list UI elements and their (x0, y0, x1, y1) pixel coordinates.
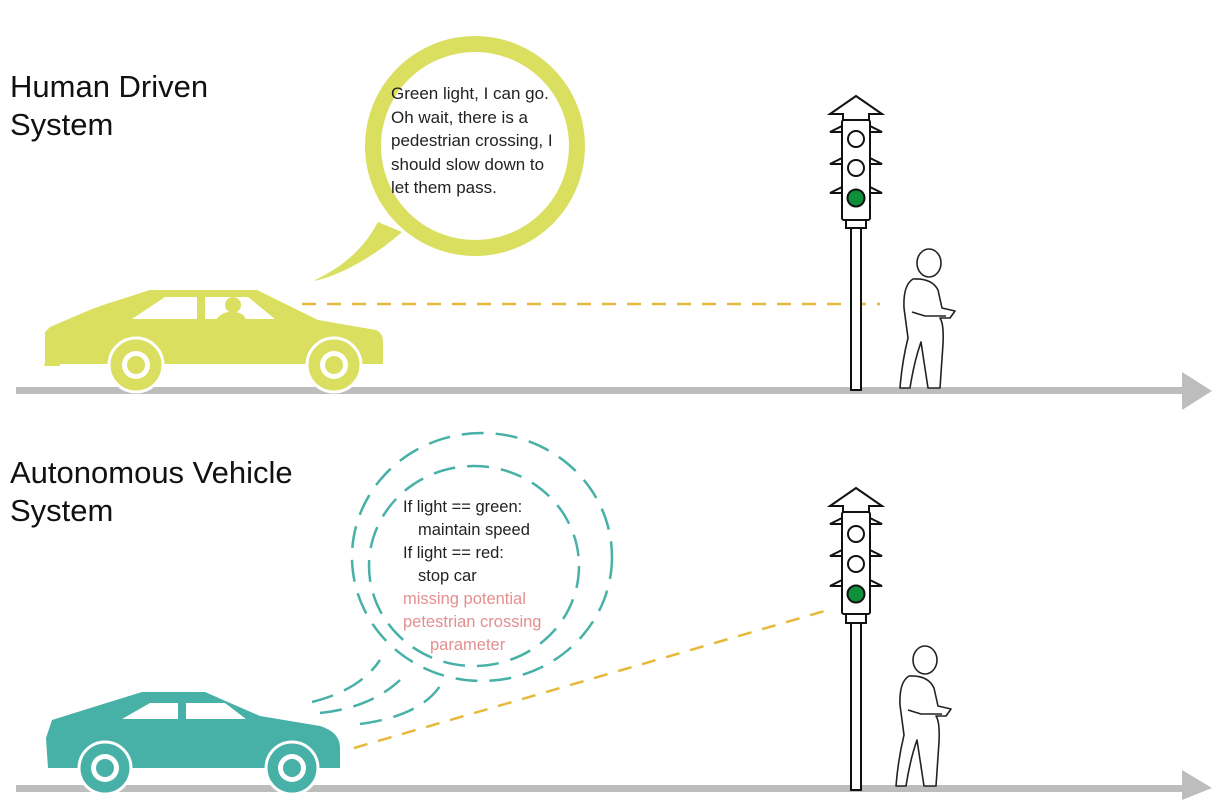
pedestrian-icon (895, 645, 952, 787)
panel-title-human: Human Driven System (10, 68, 208, 144)
thought-bubble-av (311, 431, 614, 726)
code-line: If light == green: (403, 498, 523, 516)
traffic-light-icon (826, 94, 886, 391)
car-icon (44, 290, 383, 394)
thought-line: let them pass. (391, 178, 497, 197)
title-line: Human Driven (10, 69, 209, 104)
title-line: Autonomous Vehicle (10, 455, 293, 490)
thought-line: pedestrian crossing, I (391, 131, 553, 150)
driver-icon (216, 297, 246, 320)
road-arrow-top (16, 372, 1212, 410)
thought-line: should slow down to (391, 154, 545, 174)
code-line: If light == red: (403, 544, 504, 562)
thought-line: Green light, I can go. (391, 84, 549, 103)
speech-bubble-human (313, 36, 585, 281)
code-line: maintain speed (418, 521, 530, 539)
missing-parameter-line: petestrian crossing (403, 613, 542, 631)
panel-title-av: Autonomous Vehicle System (10, 454, 293, 530)
human-thought-text: Green light, I can go. Oh wait, there is… (391, 82, 553, 200)
code-line: stop car (418, 567, 477, 585)
pedestrian-icon (899, 248, 956, 389)
thought-line: Oh wait, there is a (391, 107, 529, 127)
traffic-light-icon (826, 486, 886, 791)
missing-parameter-line: missing potential (403, 590, 526, 608)
title-line: System (10, 107, 114, 142)
missing-parameter-line: parameter (430, 636, 506, 654)
sightline-av (353, 608, 829, 750)
car-icon (46, 692, 340, 796)
av-code-text: If light == green: maintain speed If lig… (403, 496, 542, 657)
title-line: System (10, 493, 114, 528)
road-arrow-bottom (16, 770, 1212, 800)
